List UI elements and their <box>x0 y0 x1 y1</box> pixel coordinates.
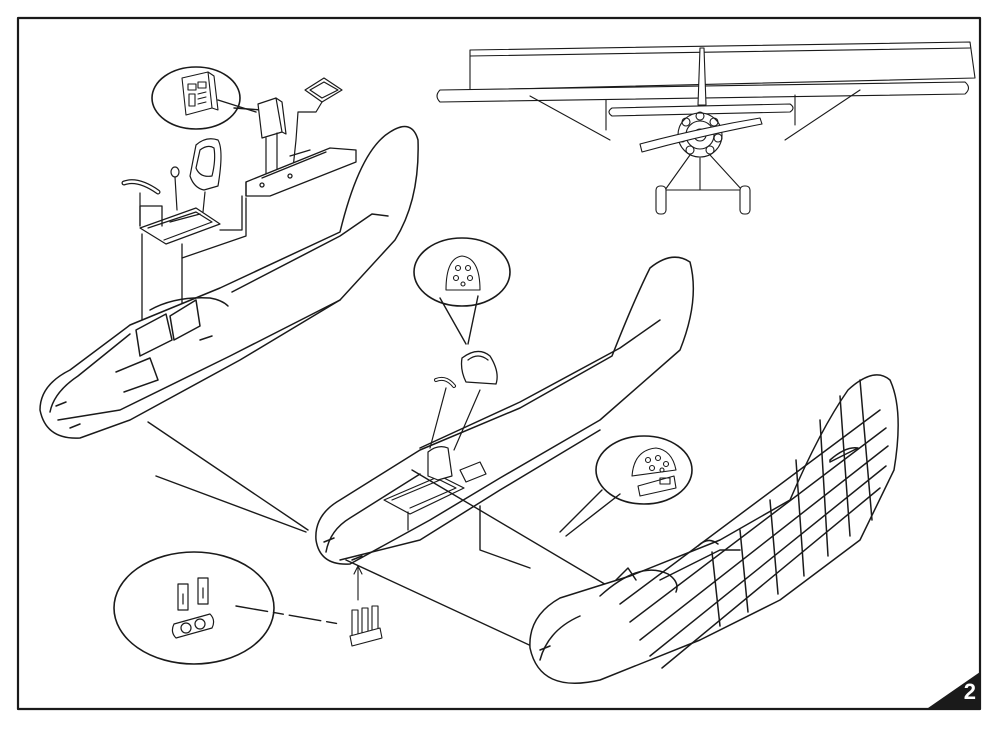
gauge-callout <box>559 435 693 537</box>
cockpit-floor <box>139 207 221 245</box>
magnifier-callout-icon <box>151 66 263 130</box>
step-number: 2 <box>963 679 976 704</box>
windscreen <box>460 350 498 385</box>
seat-belt-bar <box>121 179 161 227</box>
fuselage-right-half <box>315 256 695 565</box>
step-number-badge-icon <box>928 672 980 708</box>
cockpit-deck <box>245 147 357 197</box>
cockpit-interior <box>383 376 487 531</box>
instrument-panel <box>445 255 481 291</box>
fuselage-lower-half <box>529 374 899 684</box>
instrument-panel-callout <box>413 237 511 345</box>
three-view-aircraft-icon <box>436 41 976 215</box>
leader-lines-lower <box>147 421 609 651</box>
rudder-pedals <box>171 577 215 639</box>
pilot-seat <box>189 138 222 213</box>
instrument-panel-detail <box>631 447 677 497</box>
compass-plate <box>291 77 343 179</box>
instrument-panel-box <box>181 71 219 116</box>
fuselage-left-half <box>39 125 419 439</box>
control-stick <box>170 166 180 211</box>
rudder-pedal-callout <box>113 551 341 665</box>
page-border <box>16 16 982 711</box>
rudder-pedals-part <box>349 565 383 647</box>
radio-unit <box>257 97 287 181</box>
